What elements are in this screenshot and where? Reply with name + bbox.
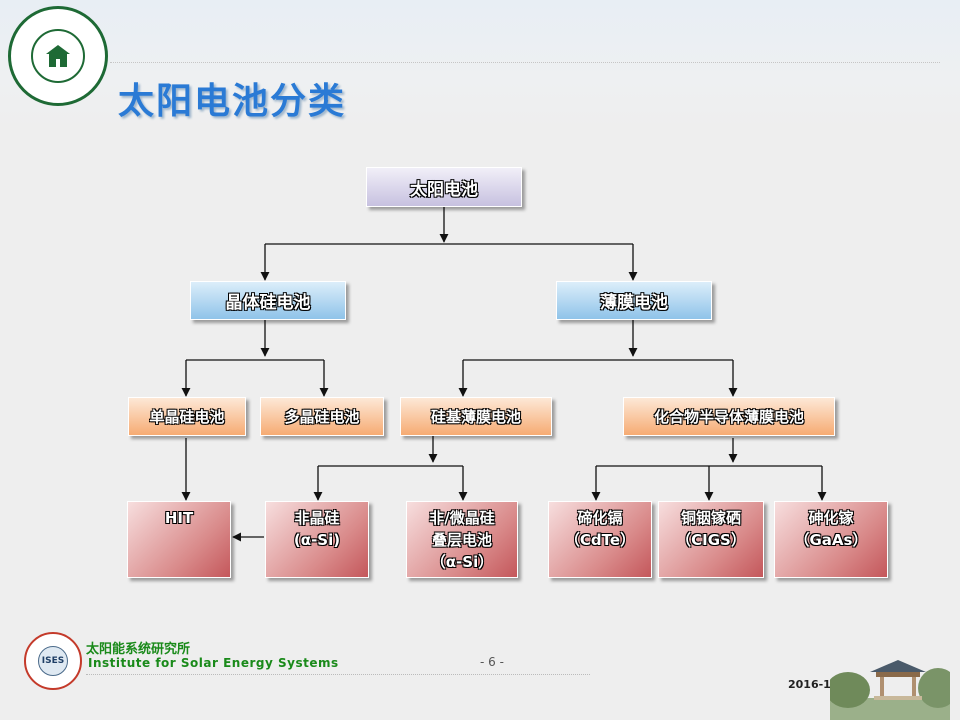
institute-name-cn: 太阳能系统研究所 (86, 642, 191, 657)
node-asi-line2: (α-Si) (293, 530, 341, 549)
node-monocrystalline: 单晶硅电池 (128, 397, 246, 436)
node-cdte-line1: 碲化镉 (577, 509, 623, 527)
page-title: 太阳电池分类 (118, 81, 347, 122)
node-tandem: 非/微晶硅 叠层电池 （α-Si） (406, 501, 518, 578)
node-thin-film: 薄膜电池 (556, 281, 712, 320)
ises-logo-icon: ISES (38, 646, 68, 676)
footer-divider (86, 674, 590, 676)
pavilion-image (830, 660, 950, 720)
sky-background (0, 0, 960, 130)
node-compound-semiconductor: 化合物半导体薄膜电池 (623, 397, 835, 436)
node-tandem-line2: 叠层电池 (431, 530, 492, 549)
node-silicon-thin-film: 硅基薄膜电池 (400, 397, 552, 436)
node-cigs: 铜铟镓硒 （CIGS） (658, 501, 764, 578)
node-hit-label: HIT (164, 509, 194, 527)
node-gaas-line1: 砷化镓 (808, 509, 854, 527)
university-emblem-icon (31, 29, 85, 83)
page-number: - 6 - (480, 655, 504, 669)
node-asi-line1: 非晶硅 (294, 509, 340, 527)
node-crystalline-silicon: 晶体硅电池 (190, 281, 346, 320)
institute-logo: ISES (24, 632, 82, 690)
node-gaas-line2: （GaAs） (794, 530, 868, 549)
node-tandem-line1: 非/微晶硅 (429, 509, 495, 527)
node-polycrystalline: 多晶硅电池 (260, 397, 384, 436)
node-tandem-line3: （α-Si） (430, 552, 494, 571)
node-cigs-line1: 铜铟镓硒 (680, 509, 741, 527)
node-cdte: 碲化镉 （CdTe） (548, 501, 652, 578)
node-solar-cell: 太阳电池 (366, 167, 522, 207)
node-cigs-line2: （CIGS） (676, 530, 746, 549)
node-hit: HIT (127, 501, 231, 578)
institute-name-en: Institute for Solar Energy Systems (88, 656, 339, 670)
node-gaas: 砷化镓 （GaAs） (774, 501, 888, 578)
node-amorphous-silicon: 非晶硅 (α-Si) (265, 501, 369, 578)
university-logo (8, 6, 108, 106)
node-cdte-line2: （CdTe） (564, 530, 636, 549)
title-divider (110, 62, 940, 64)
